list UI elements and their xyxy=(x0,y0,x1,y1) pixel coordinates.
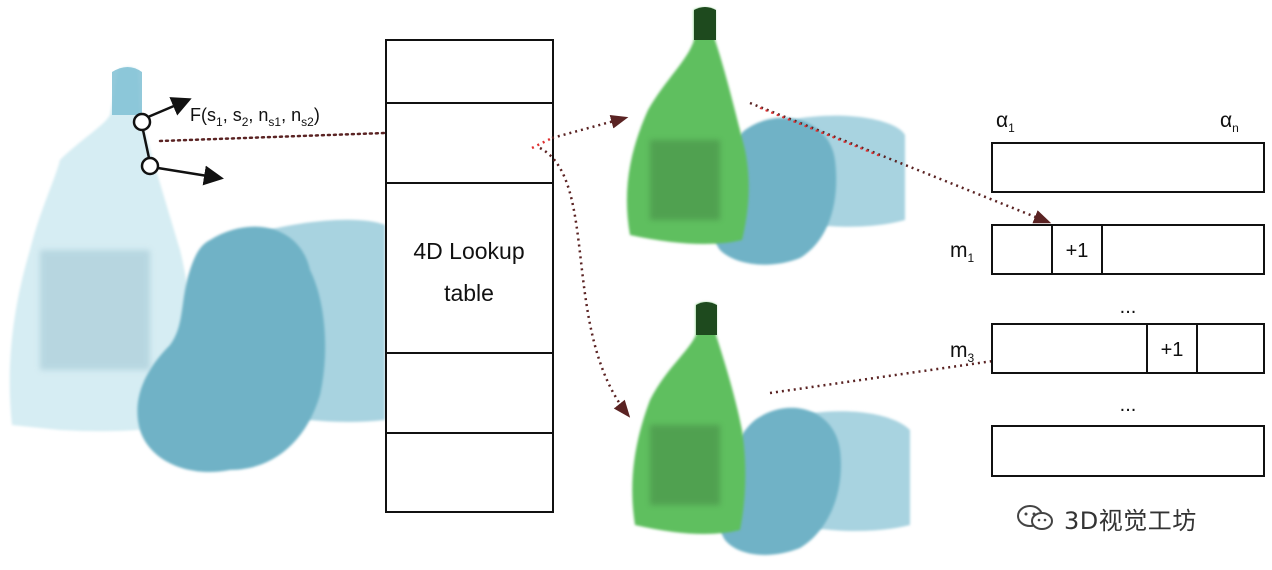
model-scene-left: F(s1, s2, ns1, ns2) xyxy=(9,67,409,473)
wechat-icon xyxy=(1017,505,1053,530)
ellipsis-1: ... xyxy=(1120,296,1137,318)
point-s2 xyxy=(140,156,160,176)
accumulator: α1 αn m1 +1 ... m3 +1 ... xyxy=(950,109,1265,477)
vote-cell-m1 xyxy=(1051,224,1103,275)
lookup-table: 4D Lookup table xyxy=(385,39,631,513)
bottle-label-bottom xyxy=(650,425,720,505)
match-scene-bottom xyxy=(632,302,1149,555)
row-label-m3: m3 xyxy=(950,339,975,365)
vote-increment-m3: +1 xyxy=(1161,339,1184,361)
watermark-text: 3D视觉工坊 xyxy=(1064,506,1197,535)
bottle-cap-top xyxy=(694,7,716,40)
lookup-table-label-line2: table xyxy=(444,280,494,306)
watermark: 3D视觉工坊 xyxy=(1016,500,1246,536)
match-arrow-bottom xyxy=(769,358,1001,395)
accumulator-row-top xyxy=(991,142,1265,193)
lookup-table-frame xyxy=(385,39,554,513)
vote-cell-m3 xyxy=(1146,323,1198,374)
lookup-table-label-line1: 4D Lookup xyxy=(413,238,524,264)
pair-line xyxy=(141,129,151,159)
row-label-m1: m1 xyxy=(950,239,975,265)
bottle-label xyxy=(40,250,150,370)
lookup-arrow-start xyxy=(531,136,553,150)
vote-increment-m1: +1 xyxy=(1066,240,1089,262)
normal-n2 xyxy=(157,165,224,186)
bottle-cap-bottom xyxy=(696,302,717,335)
accumulator-row-bottom xyxy=(991,425,1265,477)
scene-duck-left xyxy=(137,226,326,473)
bottle-neck xyxy=(112,67,142,115)
feature-label: F(s1, s2, ns1, ns2) xyxy=(190,105,320,129)
ellipsis-2: ... xyxy=(1120,394,1137,416)
accumulator-row-m3 xyxy=(991,323,1265,374)
query-arrow xyxy=(158,131,387,143)
point-s1 xyxy=(132,112,152,132)
lookup-arrow-top xyxy=(551,114,629,140)
bottle-label-top xyxy=(650,140,720,220)
accumulator-row-m1 xyxy=(991,224,1265,275)
scene-duck-bottom xyxy=(719,407,841,555)
alpha-first-label: α1 xyxy=(996,109,1015,135)
normal-n1 xyxy=(147,97,192,119)
match-scene-top xyxy=(626,7,1052,265)
alpha-last-label: αn xyxy=(1220,109,1239,135)
